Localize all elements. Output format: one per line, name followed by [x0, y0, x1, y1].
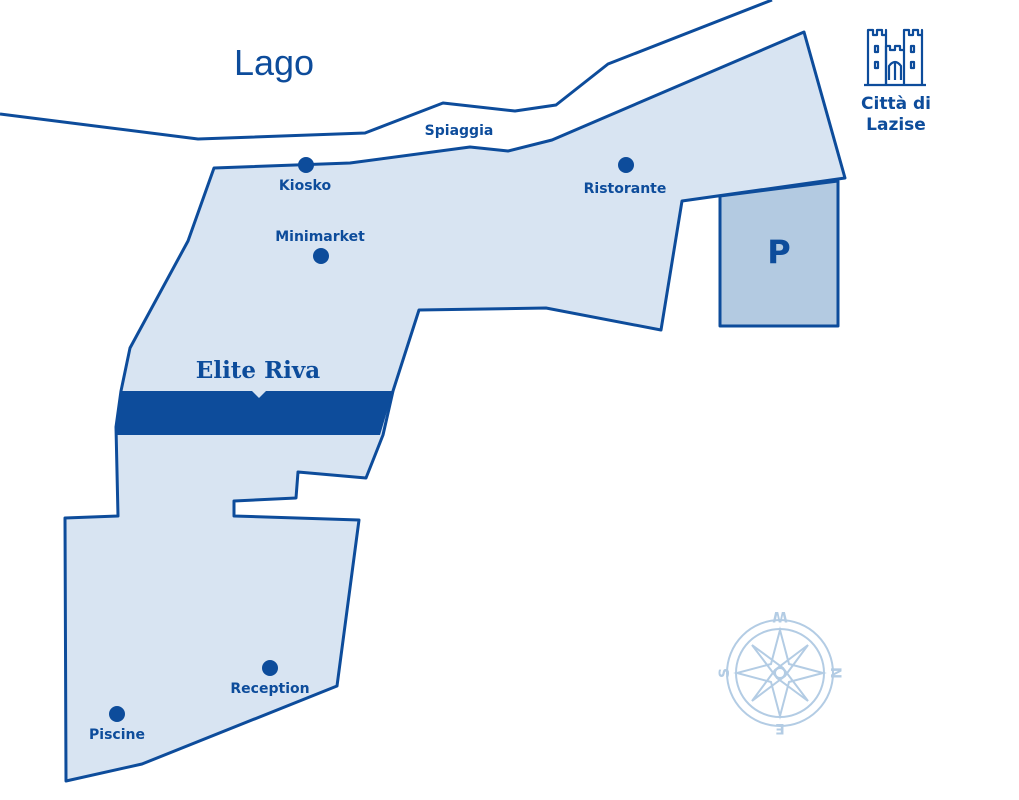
- zone-label: Elite Riva: [196, 357, 320, 384]
- compass-rose: N S E W: [717, 608, 843, 736]
- zone-pointer: [252, 391, 266, 398]
- beach-label: Spiaggia: [425, 123, 494, 139]
- compass-north: N: [827, 667, 843, 679]
- poi-ristorante[interactable]: Ristorante: [584, 157, 667, 197]
- campsite-area[interactable]: [63, 30, 847, 783]
- castle-icon: [864, 28, 926, 87]
- poi-marker: [109, 706, 125, 722]
- poi-label: Minimarket: [275, 229, 365, 245]
- poi-minimarket[interactable]: Minimarket: [275, 229, 365, 264]
- parking-label: P: [767, 233, 790, 271]
- poi-marker: [618, 157, 634, 173]
- poi-reception[interactable]: Reception: [230, 660, 310, 697]
- city-label-line2: Lazise: [866, 115, 926, 135]
- compass-east: E: [775, 720, 785, 736]
- compass-icon: [726, 619, 834, 727]
- elite-riva-zone[interactable]: Elite Riva: [116, 357, 393, 435]
- compass-west: W: [772, 608, 787, 624]
- poi-kiosko[interactable]: Kiosko: [279, 157, 332, 194]
- lake-label: Lago: [234, 42, 314, 83]
- parking-area[interactable]: P: [718, 179, 840, 328]
- poi-piscine[interactable]: Piscine: [89, 706, 145, 743]
- poi-label: Reception: [230, 681, 309, 697]
- poi-marker: [298, 157, 314, 173]
- poi-marker: [262, 660, 278, 676]
- poi-label: Ristorante: [584, 181, 667, 197]
- poi-label: Kiosko: [279, 178, 332, 194]
- compass-south: S: [717, 668, 733, 678]
- poi-marker: [313, 248, 329, 264]
- city-lazise[interactable]: Città di Lazise: [861, 28, 931, 135]
- shoreline: [0, 0, 773, 141]
- city-label-line1: Città di: [861, 94, 931, 114]
- poi-label: Piscine: [89, 727, 145, 743]
